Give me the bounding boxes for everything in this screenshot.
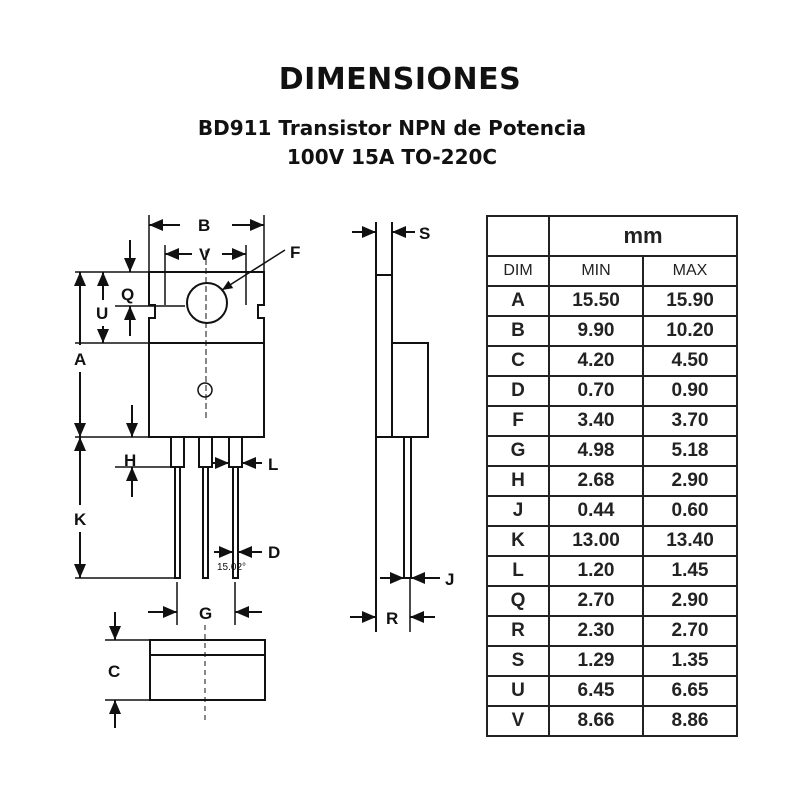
row-dim: F bbox=[486, 405, 550, 437]
row-min: 8.66 bbox=[548, 705, 644, 737]
row-dim: G bbox=[486, 435, 550, 467]
row-dim: Q bbox=[486, 585, 550, 617]
row-max: 2.90 bbox=[642, 585, 738, 617]
col-dim-header: DIM bbox=[486, 255, 550, 287]
row-dim: B bbox=[486, 315, 550, 347]
label-g: G bbox=[199, 604, 212, 623]
product-specs: 100V 15A TO-220C bbox=[286, 145, 498, 169]
label-l: L bbox=[268, 455, 278, 474]
row-dim: J bbox=[486, 495, 550, 527]
row-max: 15.90 bbox=[642, 285, 738, 317]
label-k: K bbox=[74, 510, 87, 529]
row-min: 15.50 bbox=[548, 285, 644, 317]
front-view bbox=[74, 215, 286, 625]
row-max: 8.86 bbox=[642, 705, 738, 737]
row-dim: D bbox=[486, 375, 550, 407]
col-max-header: MAX bbox=[642, 255, 738, 287]
row-min: 0.70 bbox=[548, 375, 644, 407]
row-max: 0.90 bbox=[642, 375, 738, 407]
label-r: R bbox=[386, 609, 398, 628]
row-max: 2.70 bbox=[642, 615, 738, 647]
row-min: 0.44 bbox=[548, 495, 644, 527]
label-d: D bbox=[268, 543, 280, 562]
row-dim: V bbox=[486, 705, 550, 737]
row-max: 4.50 bbox=[642, 345, 738, 377]
row-dim: U bbox=[486, 675, 550, 707]
angle-note: 15.02° bbox=[217, 562, 246, 573]
row-min: 3.40 bbox=[548, 405, 644, 437]
page-title: DIMENSIONES bbox=[278, 62, 522, 97]
row-max: 2.90 bbox=[642, 465, 738, 497]
label-v: V bbox=[199, 245, 211, 264]
row-min: 2.68 bbox=[548, 465, 644, 497]
label-q: Q bbox=[121, 285, 134, 304]
label-u: U bbox=[96, 304, 108, 323]
side-view bbox=[350, 222, 440, 632]
leads bbox=[170, 436, 243, 579]
label-s: S bbox=[419, 224, 430, 243]
row-min: 4.98 bbox=[548, 435, 644, 467]
mounting-hole bbox=[186, 282, 228, 324]
row-dim: C bbox=[486, 345, 550, 377]
row-max: 1.45 bbox=[642, 555, 738, 587]
unit-header: mm bbox=[548, 215, 738, 257]
row-dim: A bbox=[486, 285, 550, 317]
row-min: 13.00 bbox=[548, 525, 644, 557]
row-max: 0.60 bbox=[642, 495, 738, 527]
label-f: F bbox=[290, 243, 300, 262]
row-min: 1.29 bbox=[548, 645, 644, 677]
row-dim: K bbox=[486, 525, 550, 557]
row-min: 2.30 bbox=[548, 615, 644, 647]
row-min: 4.20 bbox=[548, 345, 644, 377]
row-max: 3.70 bbox=[642, 405, 738, 437]
row-dim: S bbox=[486, 645, 550, 677]
row-max: 5.18 bbox=[642, 435, 738, 467]
label-a: A bbox=[74, 350, 86, 369]
table-corner bbox=[486, 215, 550, 257]
dimension-labels: B V F Q U A H L K D 15.02° G C S J R bbox=[74, 216, 454, 681]
row-max: 6.65 bbox=[642, 675, 738, 707]
label-j: J bbox=[445, 570, 454, 589]
label-c: C bbox=[108, 662, 120, 681]
row-min: 2.70 bbox=[548, 585, 644, 617]
bottom-view bbox=[105, 612, 266, 728]
product-name: BD911 Transistor NPN de Potencia bbox=[197, 116, 587, 140]
body-mark bbox=[197, 382, 213, 398]
row-min: 9.90 bbox=[548, 315, 644, 347]
row-dim: L bbox=[486, 555, 550, 587]
row-dim: R bbox=[486, 615, 550, 647]
row-max: 10.20 bbox=[642, 315, 738, 347]
row-dim: H bbox=[486, 465, 550, 497]
row-max: 1.35 bbox=[642, 645, 738, 677]
label-h: H bbox=[124, 451, 136, 470]
label-b: B bbox=[198, 216, 210, 235]
row-min: 1.20 bbox=[548, 555, 644, 587]
row-min: 6.45 bbox=[548, 675, 644, 707]
row-max: 13.40 bbox=[642, 525, 738, 557]
col-min-header: MIN bbox=[548, 255, 644, 287]
